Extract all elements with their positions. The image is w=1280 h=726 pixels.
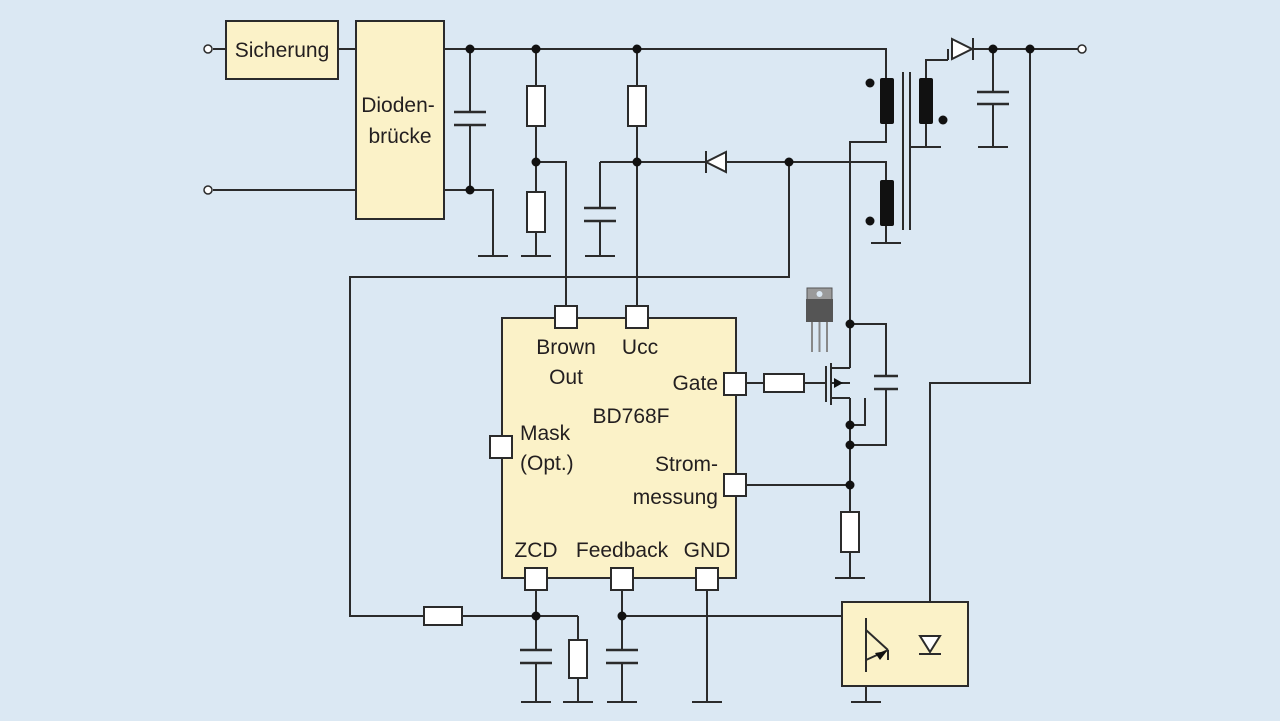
- secondary-winding: [919, 78, 933, 124]
- capacitors: [454, 90, 1009, 665]
- sense-resistor: [840, 511, 860, 553]
- transformer-core: [902, 72, 911, 230]
- zcd-label: ZCD: [514, 539, 557, 562]
- brown-out-resistor-bottom: [526, 191, 546, 233]
- fuse-block: Sicherung: [225, 20, 339, 80]
- zcd-shunt-resistor: [568, 639, 588, 679]
- feedback-capacitor: [606, 648, 638, 665]
- current-sense-label-line2: messung: [633, 486, 718, 509]
- controller-ic: BD768F Brown Out Ucc Gate Mask (Opt.) St…: [489, 305, 747, 591]
- brown-out-label-line2: Out: [549, 366, 583, 389]
- auxiliary-winding: [880, 180, 894, 226]
- mosfet-package-icon: [806, 287, 833, 352]
- fuse-label: Sicherung: [235, 39, 330, 62]
- brown-out-resistor-top: [526, 85, 546, 127]
- primary-winding: [880, 78, 894, 124]
- zcd-resistor: [423, 606, 463, 626]
- zcd-capacitor: [520, 648, 552, 665]
- output-terminal: [1077, 44, 1087, 54]
- mask-label-line1: Mask: [520, 422, 571, 445]
- gate-resistor: [763, 373, 805, 393]
- aux-diode: [703, 150, 727, 174]
- output-diode: [951, 37, 975, 61]
- pin-gate: [723, 372, 747, 396]
- input-terminal-l: [203, 44, 213, 54]
- junction-dots: [465, 44, 1035, 621]
- pin-zcd: [524, 567, 548, 591]
- ic-name: BD768F: [592, 405, 669, 428]
- snubber-capacitor: [874, 374, 898, 391]
- resistors: [423, 85, 860, 679]
- bridge-label-line1: Dioden-: [361, 94, 435, 117]
- bulk-capacitor: [454, 110, 486, 127]
- transformer: [865, 72, 948, 230]
- pin-ucc: [625, 305, 649, 329]
- optocoupler: [841, 601, 969, 687]
- opto-led: [918, 635, 942, 654]
- pin-feedback: [610, 567, 634, 591]
- gnd-label: GND: [684, 539, 731, 562]
- mosfet-arrow: [834, 378, 843, 388]
- gate-label: Gate: [672, 372, 718, 395]
- pin-gnd: [695, 567, 719, 591]
- startup-resistor: [627, 85, 647, 127]
- pin-brown-out: [554, 305, 578, 329]
- current-sense-label-line1: Strom-: [655, 453, 718, 476]
- pin-mask: [489, 435, 513, 459]
- ucc-label: Ucc: [622, 336, 658, 359]
- bridge-rectifier-block: Dioden- brücke: [355, 20, 445, 220]
- output-capacitor: [977, 90, 1009, 106]
- pin-current-sense: [723, 473, 747, 497]
- mask-label-line2: (Opt.): [520, 452, 574, 475]
- brown-out-label-line1: Brown: [536, 336, 596, 359]
- terminals: [203, 44, 1087, 195]
- feedback-label: Feedback: [576, 539, 669, 562]
- input-terminal-n: [203, 185, 213, 195]
- ucc-capacitor: [584, 206, 616, 223]
- bridge-label-line2: brücke: [368, 125, 431, 148]
